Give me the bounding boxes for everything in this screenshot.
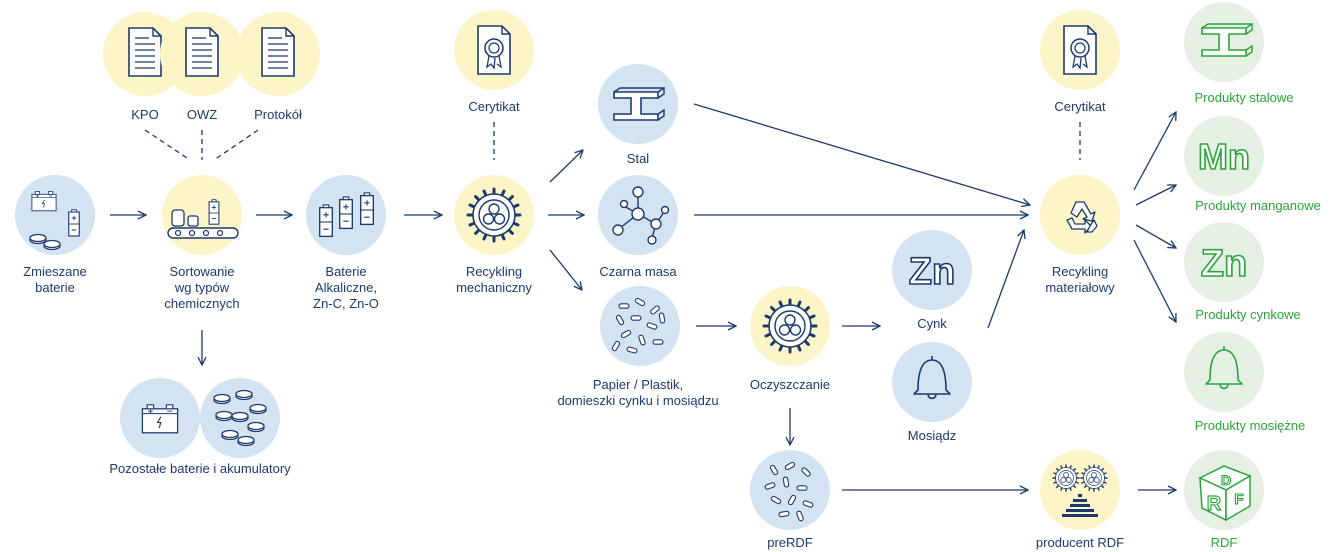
remaining-batteries-node (120, 378, 280, 458)
material-recycling-label: Recykling materiałowy (1045, 264, 1114, 296)
zinc-label: Cynk (917, 316, 947, 331)
document-icon (128, 27, 162, 77)
zinc-symbol: Zn (1201, 243, 1247, 285)
conveyor-icon (167, 199, 239, 239)
document-icon (261, 27, 295, 77)
battery-icon (141, 404, 179, 434)
steel-node: Stal (598, 64, 678, 166)
black-mass-node (598, 175, 678, 255)
certificate-label: Cerytikat (1054, 99, 1106, 114)
coin-cell-icon (43, 239, 61, 251)
gear-icon (762, 298, 818, 354)
label-line: materiałowy (1045, 280, 1115, 295)
product-brass-label: Produkty mosiężne (1194, 418, 1306, 433)
mechanical-recycling-label: Recykling mechaniczny (456, 264, 532, 296)
brass-label: Mosiądz (907, 428, 957, 443)
rdf-cube-icon: R D F (1198, 465, 1252, 522)
certificate-icon (1063, 25, 1097, 75)
steel-label: Stal (627, 151, 650, 166)
certificate-node-1: Cerytikat (454, 10, 534, 114)
mixed-batteries-node (15, 175, 95, 255)
sorting-label: Sortowanie wg typów chemicznych (164, 264, 239, 312)
protocol-label: Protokół (254, 107, 302, 122)
cell-icon (68, 209, 80, 237)
zinc-node: Zn (892, 230, 972, 310)
label-line: Zn-C, Zn-O (313, 296, 379, 311)
document-icon (185, 27, 219, 77)
alkaline-batteries-node (306, 175, 386, 255)
gear-icon (1080, 464, 1108, 492)
cleaning-node (750, 286, 830, 366)
cube-letter-d: D (1221, 472, 1231, 488)
product-manganese-node: Mn (1184, 116, 1264, 196)
sorting-node (162, 175, 242, 255)
alkaline-label: Baterie Alkaliczne, Zn-C, Zn-O (313, 264, 379, 312)
material-recycling-node (1040, 175, 1120, 255)
steel-beam-icon (1201, 22, 1253, 57)
manganese-symbol: Mn (1198, 136, 1250, 177)
owz-node: OWZ (160, 12, 244, 122)
product-zinc-label: Produkty cynkowe (1195, 307, 1301, 322)
product-manganese-label: Produkty manganowe (1195, 198, 1321, 213)
certificate-icon (477, 25, 511, 75)
brass-node (892, 342, 972, 422)
connectors (110, 103, 1176, 490)
label-line: Recykling (465, 264, 523, 279)
paper-plastic-label: Papier / Plastik, domieszki cynku i mosi… (557, 377, 718, 409)
label-line: chemicznych (164, 296, 240, 311)
mechanical-recycling-node (454, 175, 534, 255)
paper-plastic-node (600, 286, 680, 366)
black-mass-label: Czarna masa (599, 264, 677, 279)
rdf-producer-node (1040, 450, 1120, 530)
label-line: wg typów (174, 280, 230, 295)
label-line: Papier / Plastik, (592, 377, 684, 392)
label-line: Zmieszane (23, 264, 87, 279)
prerdf-label: preRDF (767, 535, 813, 550)
battery-icon (31, 191, 57, 212)
rdf-producer-label: producent RDF (1035, 535, 1125, 550)
label-line: baterie (35, 280, 75, 295)
coin-cell-icon (29, 233, 47, 245)
product-steel-node (1184, 2, 1264, 82)
label-line: Alkaliczne, (314, 280, 378, 295)
bell-icon (1205, 346, 1243, 390)
prerdf-node (750, 450, 830, 530)
pile-icon (1062, 494, 1098, 517)
gear-icon (1052, 464, 1080, 492)
certificate-node-2: Cerytikat (1040, 10, 1120, 114)
protocol-node: Protokół (236, 12, 320, 122)
certificate-label: Cerytikat (468, 99, 520, 114)
zinc-symbol: Zn (909, 251, 955, 293)
cleaning-label: Oczyszczanie (749, 377, 831, 392)
product-zinc-node: Zn (1184, 222, 1264, 302)
remaining-batteries-label: Pozostałe baterie i akumulatory (109, 461, 291, 476)
product-rdf-node: R D F (1184, 450, 1264, 530)
label-line: Sortowanie (169, 264, 235, 279)
product-brass-node (1184, 332, 1264, 412)
label-line: Baterie (325, 264, 367, 279)
label-line: Recykling (1051, 264, 1109, 279)
cube-letter-r: R (1207, 493, 1222, 515)
mixed-batteries-label: Zmieszane baterie (23, 264, 87, 296)
gear-icon (466, 187, 522, 243)
label-line: mechaniczny (456, 280, 532, 295)
label-line: domieszki cynku i mosiądzu (557, 393, 719, 408)
molecule-icon (612, 186, 670, 245)
product-rdf-label: RDF (1210, 535, 1238, 550)
cube-letter-f: F (1234, 491, 1243, 508)
product-steel-label: Produkty stalowe (1194, 90, 1294, 105)
owz-label: OWZ (187, 107, 217, 122)
kpo-label: KPO (131, 107, 158, 122)
